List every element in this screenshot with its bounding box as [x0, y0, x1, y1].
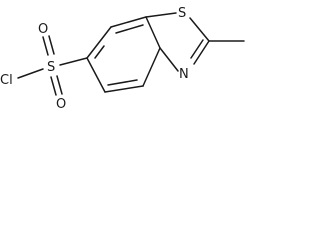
molecule-svg: Cl S O O S N — [0, 6, 245, 112]
atom-label-oxygen-top: O — [38, 22, 48, 37]
bond — [17, 68, 44, 79]
atom-label-sulfonyl-sulfur: S — [47, 60, 55, 75]
thiazole-ring — [145, 12, 245, 72]
double-bond — [42, 36, 49, 56]
bond — [59, 57, 88, 66]
sulfonyl-chloride-group — [17, 35, 88, 96]
benzene-ring — [86, 16, 161, 93]
atom-label-ring-sulfur: S — [178, 6, 186, 21]
bond — [104, 85, 144, 93]
bond — [86, 57, 106, 93]
double-bond-inner — [115, 24, 144, 34]
double-bond — [50, 76, 57, 96]
atom-label-oxygen-bottom: O — [56, 97, 66, 112]
atom-label-chlorine: Cl — [0, 73, 13, 88]
double-bond — [56, 75, 63, 95]
bond — [159, 47, 179, 72]
double-bond — [48, 35, 55, 55]
bond — [86, 26, 112, 59]
bond — [193, 40, 210, 65]
bond — [145, 12, 177, 18]
bond — [190, 39, 204, 59]
structure-diagram: Cl S O O S N — [0, 0, 258, 128]
double-bond-inner — [94, 45, 105, 59]
double-bond-inner — [107, 79, 138, 86]
bond — [110, 16, 147, 28]
bond — [189, 17, 210, 42]
bond — [145, 16, 161, 49]
bond — [142, 47, 161, 87]
atom-label-ring-nitrogen: N — [179, 67, 189, 82]
